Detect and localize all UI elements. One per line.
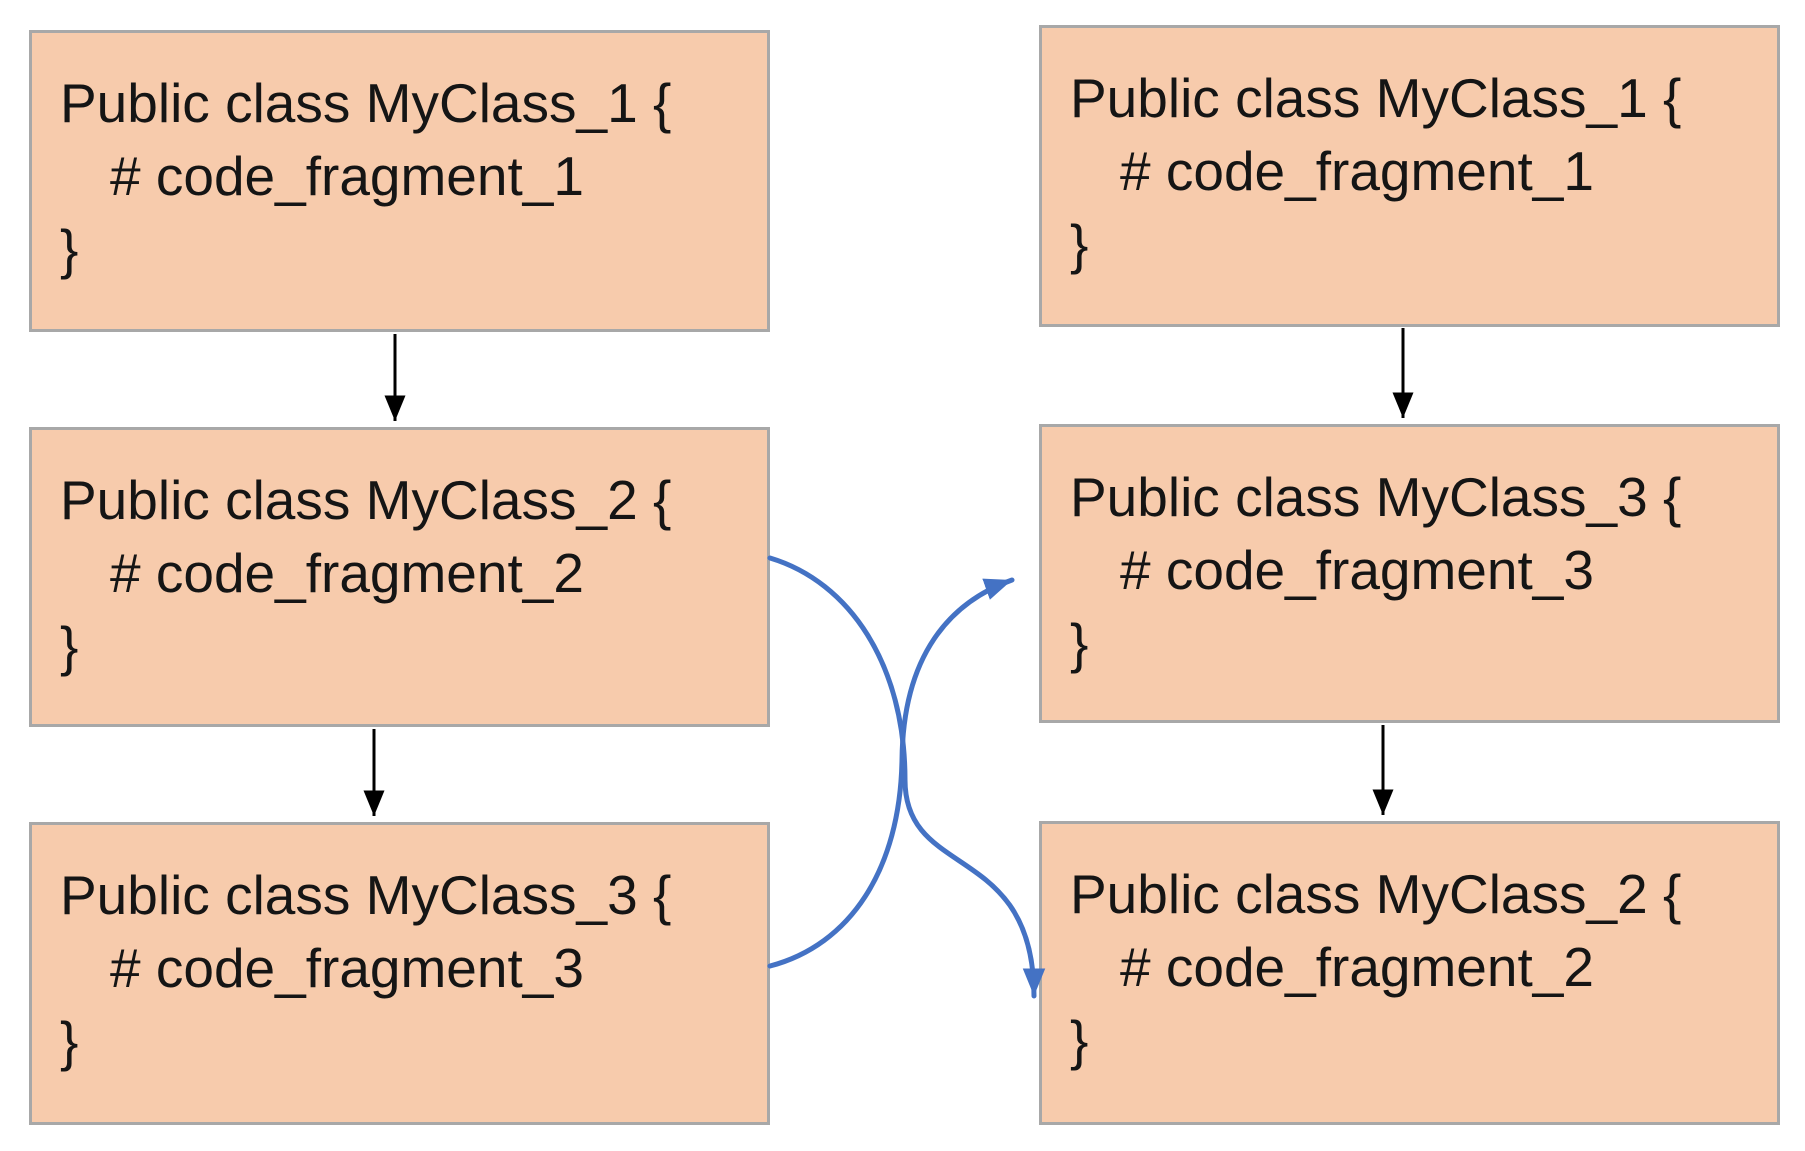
code-line: # code_fragment_2: [110, 542, 584, 604]
code-line: }: [60, 615, 79, 677]
class-box-right-myclass-1: Public class MyClass_1 { # code_fragment…: [1039, 25, 1780, 327]
class-box-left-myclass-1: Public class MyClass_1 { # code_fragment…: [29, 30, 770, 332]
code-line: }: [60, 1010, 79, 1072]
swap-arrow-myclass-2: [767, 555, 1046, 999]
code-line: }: [1070, 1009, 1089, 1071]
code-line: Public class MyClass_1 {: [60, 72, 672, 134]
class-box-right-myclass-2: Public class MyClass_2 { # code_fragment…: [1039, 821, 1780, 1125]
code-line: Public class MyClass_2 {: [1070, 863, 1682, 925]
code-line: # code_fragment_2: [1120, 936, 1594, 998]
class-box-right-myclass-3: Public class MyClass_3 { # code_fragment…: [1039, 424, 1780, 723]
code-line: # code_fragment_1: [1120, 140, 1594, 202]
code-line: # code_fragment_3: [1120, 539, 1594, 601]
code-line: # code_fragment_1: [110, 145, 584, 207]
code-line: Public class MyClass_3 {: [1070, 466, 1682, 528]
class-box-left-myclass-3: Public class MyClass_3 { # code_fragment…: [29, 822, 770, 1125]
code-line: Public class MyClass_3 {: [60, 864, 672, 926]
class-box-left-myclass-2: Public class MyClass_2 { # code_fragment…: [29, 427, 770, 727]
swap-arrow-myclass-3: [767, 577, 1015, 969]
code-line: Public class MyClass_1 {: [1070, 67, 1682, 129]
code-line: # code_fragment_3: [110, 937, 584, 999]
code-line: }: [1070, 213, 1089, 275]
code-line: }: [60, 218, 79, 280]
code-line: Public class MyClass_2 {: [60, 469, 672, 531]
code-line: }: [1070, 612, 1089, 674]
